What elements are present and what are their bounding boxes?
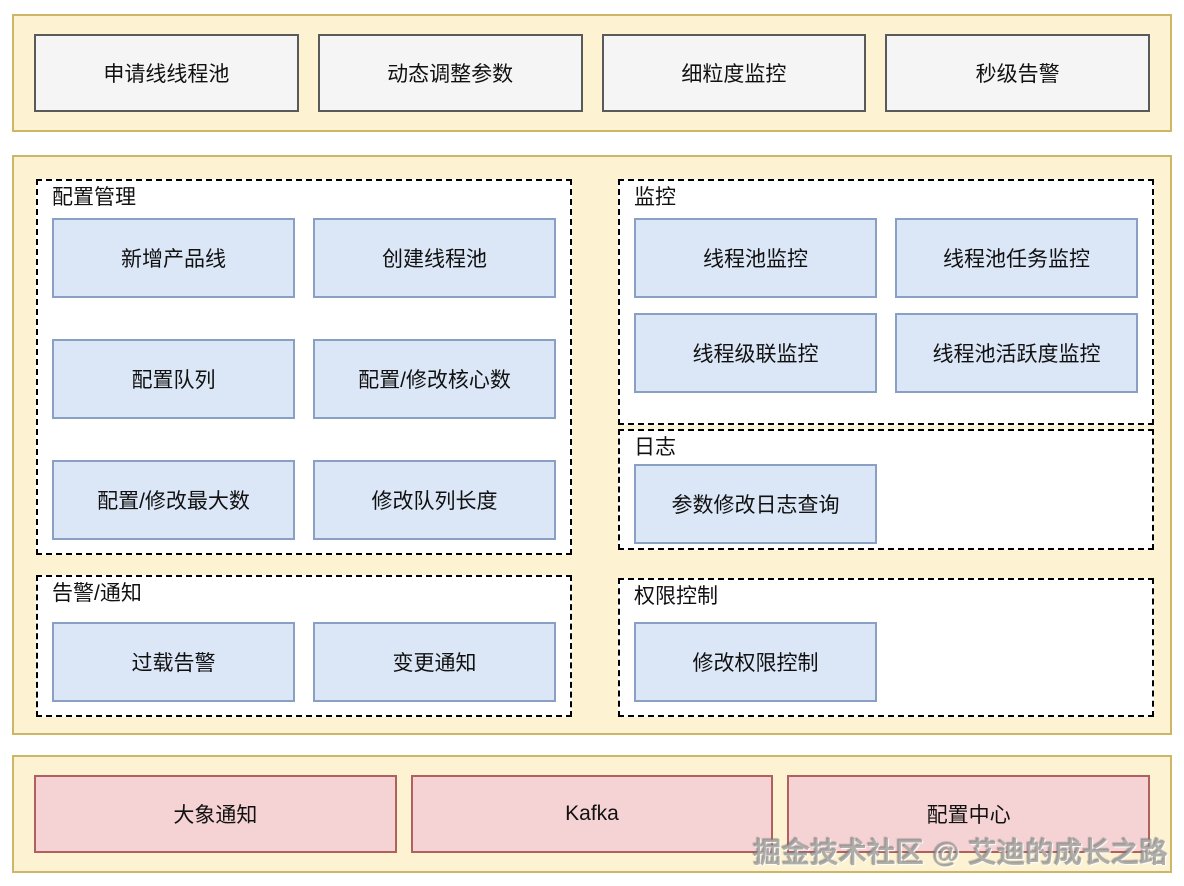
infra-box-kafka: Kafka bbox=[410, 775, 774, 853]
infra-band: 大象通知 Kafka 配置中心 bbox=[12, 755, 1172, 873]
feature-band: 申请线线程池 动态调整参数 细粒度监控 秒级告警 bbox=[12, 14, 1172, 132]
module-box-param-change-log-query: 参数修改日志查询 bbox=[634, 464, 877, 544]
infra-box-config-center: 配置中心 bbox=[787, 775, 1151, 853]
section-label-monitoring: 监控 bbox=[634, 186, 676, 209]
module-box-modify-queue-length: 修改队列长度 bbox=[313, 460, 556, 540]
permission-grid: 修改权限控制 bbox=[634, 622, 1138, 702]
feature-box-dynamic-params: 动态调整参数 bbox=[317, 34, 583, 112]
module-box-modify-permission-control: 修改权限控制 bbox=[634, 622, 877, 702]
log-grid: 参数修改日志查询 bbox=[634, 464, 1138, 544]
module-box-config-core-size: 配置/修改核心数 bbox=[313, 339, 556, 419]
module-box-add-product-line: 新增产品线 bbox=[52, 218, 295, 298]
module-box-thread-cascade-monitor: 线程级联监控 bbox=[634, 313, 877, 393]
module-box-create-thread-pool: 创建线程池 bbox=[313, 218, 556, 298]
module-box-config-max-size: 配置/修改最大数 bbox=[52, 460, 295, 540]
alert-grid: 过载告警 变更通知 bbox=[52, 622, 556, 702]
infra-box-elephant-notification: 大象通知 bbox=[34, 775, 397, 853]
module-box-thread-pool-task-monitor: 线程池任务监控 bbox=[895, 218, 1138, 298]
feature-row: 申请线线程池 动态调整参数 细粒度监控 秒级告警 bbox=[14, 16, 1170, 130]
config-grid: 新增产品线 创建线程池 配置队列 配置/修改核心数 配置/修改最大数 修改队列长… bbox=[52, 218, 556, 540]
feature-box-fine-grained-monitoring: 细粒度监控 bbox=[601, 34, 867, 112]
module-box-overload-alert: 过载告警 bbox=[52, 622, 295, 702]
module-box-thread-pool-monitor: 线程池监控 bbox=[634, 218, 877, 298]
section-monitoring: 监控 线程池监控 线程池任务监控 线程级联监控 线程池活跃度监控 bbox=[618, 179, 1154, 425]
module-box-thread-pool-activity-monitor: 线程池活跃度监控 bbox=[895, 313, 1138, 393]
section-label-config-management: 配置管理 bbox=[52, 186, 136, 209]
section-permission-control: 权限控制 修改权限控制 bbox=[618, 578, 1154, 717]
feature-box-second-level-alert: 秒级告警 bbox=[885, 34, 1150, 112]
section-label-log: 日志 bbox=[634, 436, 676, 459]
section-label-alert-notification: 告警/通知 bbox=[52, 582, 142, 605]
feature-box-apply-thread-pool: 申请线线程池 bbox=[34, 34, 299, 112]
infra-row: 大象通知 Kafka 配置中心 bbox=[14, 757, 1170, 871]
module-box-config-queue: 配置队列 bbox=[52, 339, 295, 419]
section-alert-notification: 告警/通知 过载告警 变更通知 bbox=[36, 575, 572, 717]
monitor-grid: 线程池监控 线程池任务监控 线程级联监控 线程池活跃度监控 bbox=[634, 218, 1138, 393]
section-log: 日志 参数修改日志查询 bbox=[618, 429, 1154, 550]
watermark-text: 掘金技术社区 @ 艾迪的成长之路 bbox=[753, 837, 1168, 868]
section-config-management: 配置管理 新增产品线 创建线程池 配置队列 配置/修改核心数 配置/修改最大数 … bbox=[36, 179, 572, 555]
module-box-change-notification: 变更通知 bbox=[313, 622, 556, 702]
section-label-permission-control: 权限控制 bbox=[634, 585, 718, 608]
module-band: 配置管理 新增产品线 创建线程池 配置队列 配置/修改核心数 配置/修改最大数 … bbox=[12, 155, 1172, 735]
